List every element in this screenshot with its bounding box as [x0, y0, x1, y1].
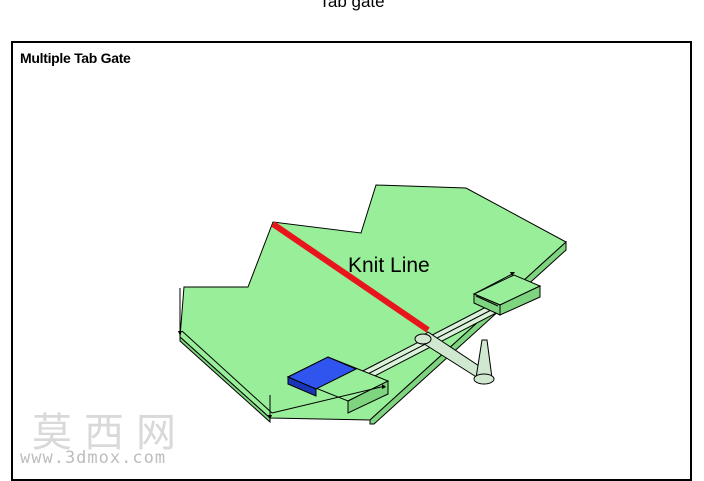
knit-line-label: Knit Line — [348, 254, 430, 277]
watermark-chinese: 莫西网 — [32, 410, 188, 456]
knit-line — [271, 221, 430, 333]
watermark-url: www.3dmox.com — [20, 448, 167, 468]
side-tab-left — [473, 293, 501, 316]
front-tab-front — [347, 380, 389, 414]
tab-gate-diagram: Knit Line — [178, 184, 567, 425]
dimension-line — [475, 295, 499, 307]
page-title: Tab gate — [319, 0, 385, 11]
sprue-cone — [475, 339, 493, 379]
dimension-line — [271, 385, 386, 414]
dimension-arrow — [268, 415, 272, 420]
part-front-face — [179, 335, 271, 424]
dimension-line — [181, 330, 273, 414]
gate-tab-front — [287, 376, 317, 397]
dimension-arrow — [510, 272, 515, 276]
sprue-base — [473, 373, 495, 385]
dimension-arrow — [178, 331, 182, 336]
panel-title: Multiple Tab Gate — [20, 50, 131, 66]
sprue-well — [414, 333, 432, 345]
dimension-line — [475, 272, 515, 294]
dimension-arrow — [382, 384, 386, 389]
